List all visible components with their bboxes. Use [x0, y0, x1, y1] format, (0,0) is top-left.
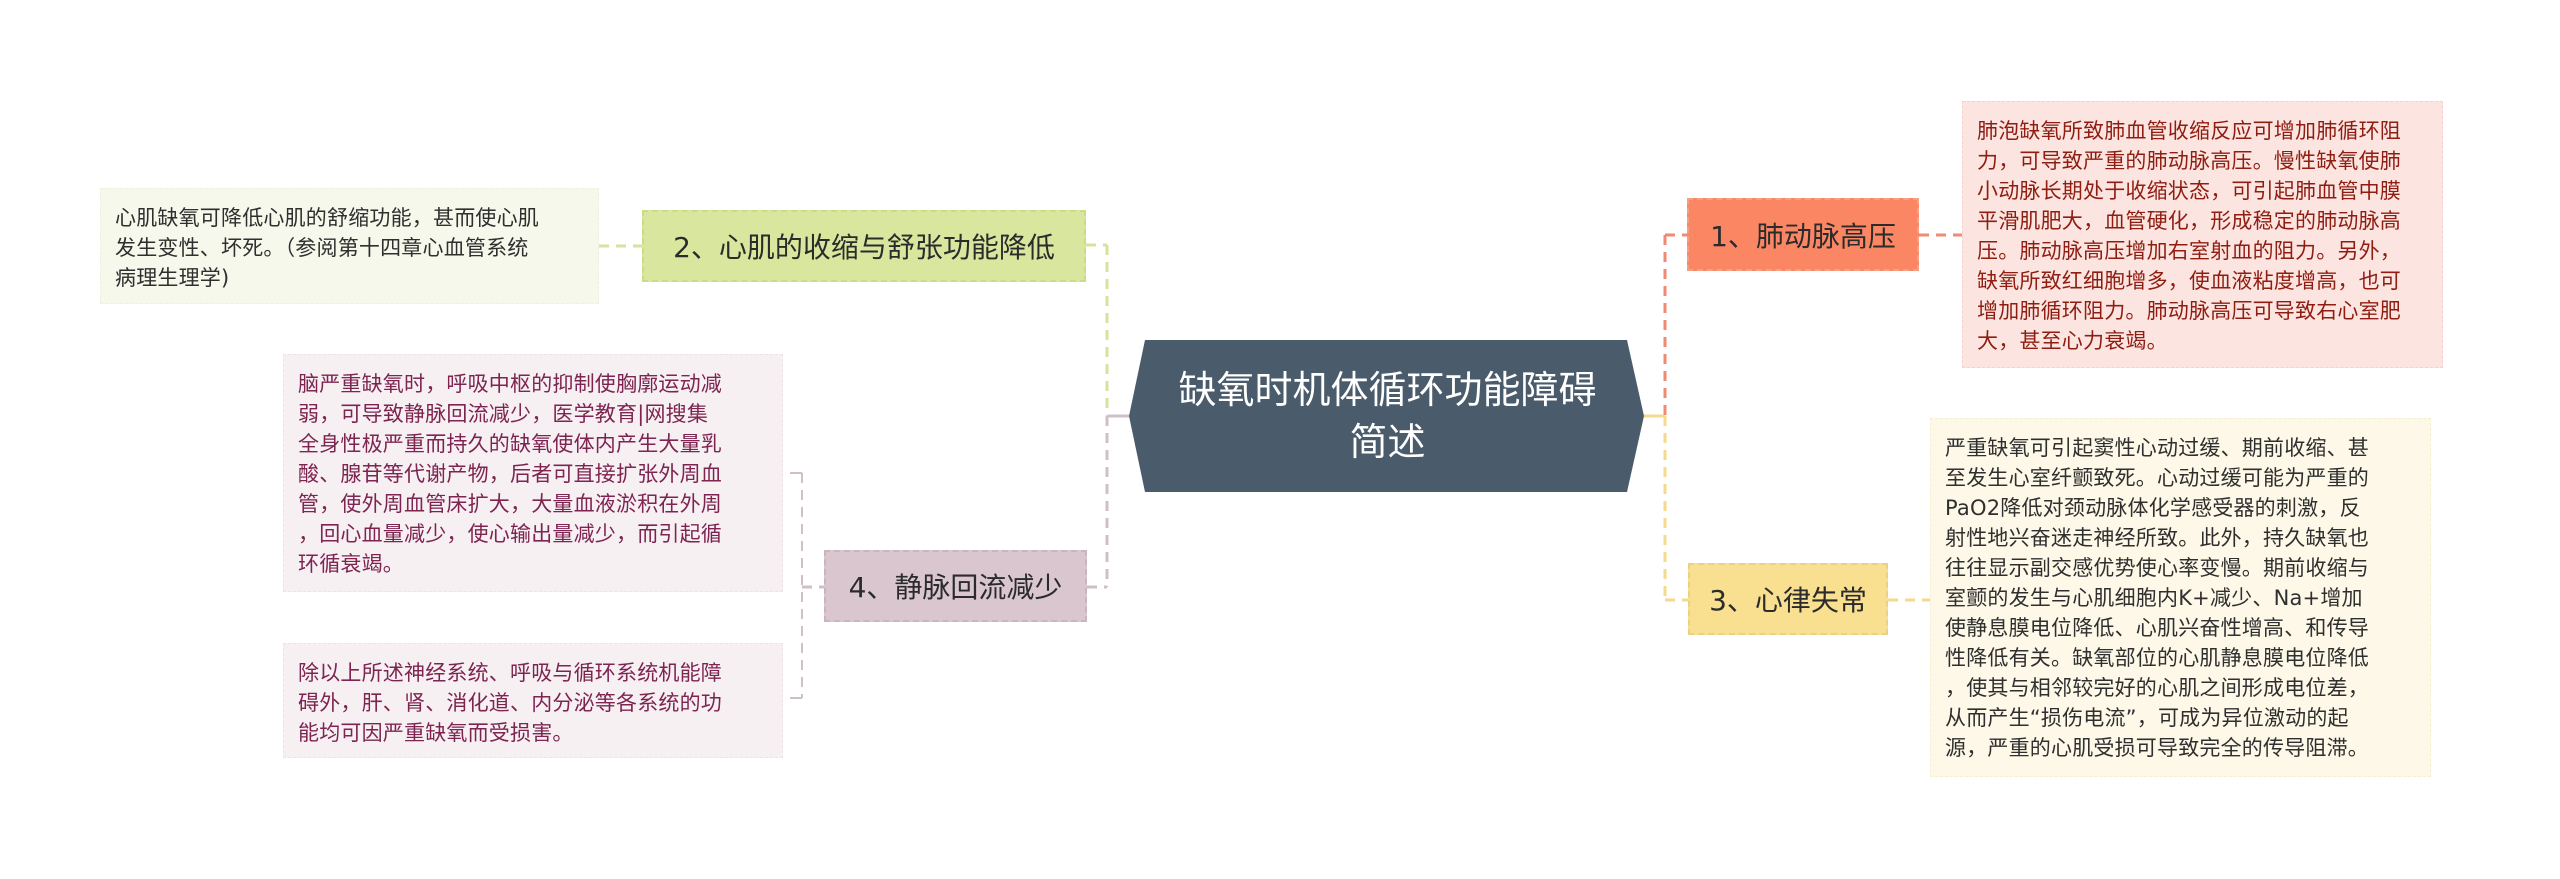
detail-line: 使静息膜电位降低、心肌兴奋性增高、和传导: [1945, 616, 2369, 640]
detail-line: 酸、腺苷等代谢产物，后者可直接扩张外周血: [298, 462, 722, 486]
branch-label: 1、肺动脉高压: [1710, 219, 1896, 253]
detail-line: 力，可导致严重的肺动脉高压。慢性缺氧使肺: [1977, 149, 2401, 173]
detail-line: 脑严重缺氧时，呼吸中枢的抑制使胸廓运动减: [298, 372, 722, 396]
branch-node-arrhythmia[interactable]: 3、心律失常: [1688, 563, 1888, 635]
detail-line: 增加肺循环阻力。肺动脉高压可导致右心室肥: [1977, 299, 2401, 323]
detail-line: 管，使外周血管床扩大，大量血液淤积在外周: [298, 492, 722, 516]
detail-line: 能均可因严重缺氧而受损害。: [298, 721, 574, 745]
detail-line: 全身性极严重而持久的缺氧使体内产生大量乳: [298, 432, 722, 456]
detail-line: 除以上所述神经系统、呼吸与循环系统机能障: [298, 661, 722, 685]
detail-line: 肺泡缺氧所致肺血管收缩反应可增加肺循环阻: [1977, 119, 2401, 143]
detail-line: 源，严重的心肌受损可导致完全的传导阻滞。: [1945, 736, 2369, 760]
detail-line: 环循衰竭。: [298, 552, 404, 576]
detail-line: ，使其与相邻较完好的心肌之间形成电位差，: [1945, 676, 2369, 700]
detail-line: 碍外，肝、肾、消化道、内分泌等各系统的功: [298, 691, 722, 715]
detail-node-arrhythmia[interactable]: 严重缺氧可引起窦性心动过缓、期前收缩、甚 至发生心室纤颤致死。心动过缓可能为严重…: [1930, 418, 2431, 777]
detail-line: 室颤的发生与心肌细胞内K+减少、Na+增加: [1945, 586, 2363, 610]
detail-line: 平滑肌肥大，血管硬化，形成稳定的肺动脉高: [1977, 209, 2401, 233]
root-node[interactable]: 缺氧时机体循环功能障碍 简述: [1130, 340, 1645, 492]
detail-line: 往往显示副交感优势使心率变慢。期前收缩与: [1945, 556, 2369, 580]
detail-line: 小动脉长期处于收缩状态，可引起肺血管中膜: [1977, 179, 2401, 203]
detail-line: 缺氧所致红细胞增多，使血液粘度增高，也可: [1977, 269, 2401, 293]
detail-line: 发生变性、坏死。（参阅第十四章心血管系统: [115, 236, 529, 260]
detail-line: 心肌缺氧可降低心肌的舒缩功能，甚而使心肌: [115, 206, 539, 230]
detail-line: 大，甚至心力衰竭。: [1977, 329, 2168, 353]
detail-line: 射性地兴奋迷走神经所致。此外，持久缺氧也: [1945, 526, 2369, 550]
detail-line: 性降低有关。缺氧部位的心肌静息膜电位降低: [1945, 646, 2369, 670]
branch-label: 3、心律失常: [1709, 584, 1867, 617]
branch-node-myocardial-function[interactable]: 2、心肌的收缩与舒张功能降低: [642, 210, 1086, 282]
detail-line: 弱，可导致静脉回流减少，医学教育|网搜集: [298, 402, 709, 426]
detail-line: 压。肺动脉高压增加右室射血的阻力。另外，: [1977, 239, 2401, 263]
root-title-line2: 简述: [1349, 420, 1426, 464]
detail-line: ，回心血量减少，使心输出量减少，而引起循: [298, 522, 722, 546]
root-node-shape: [1129, 340, 1644, 492]
detail-node-myocardial-function[interactable]: 心肌缺氧可降低心肌的舒缩功能，甚而使心肌 发生变性、坏死。（参阅第十四章心血管系…: [100, 188, 599, 304]
branch-label: 4、静脉回流减少: [848, 571, 1063, 604]
detail-node-venous-return-1[interactable]: 脑严重缺氧时，呼吸中枢的抑制使胸廓运动减 弱，可导致静脉回流减少，医学教育|网搜…: [283, 354, 783, 592]
detail-line: 从而产生“损伤电流”，可成为异位激动的起: [1945, 706, 2349, 730]
detail-line: PaO2降低对颈动脉体化学感受器的刺激，反: [1945, 496, 2361, 520]
branch-node-venous-return[interactable]: 4、静脉回流减少: [824, 550, 1087, 622]
branch-label: 2、心肌的收缩与舒张功能降低: [673, 231, 1055, 264]
root-title-line1: 缺氧时机体循环功能障碍: [1178, 368, 1597, 412]
detail-node-venous-return-2[interactable]: 除以上所述神经系统、呼吸与循环系统机能障 碍外，肝、肾、消化道、内分泌等各系统的…: [283, 643, 783, 758]
detail-line: 严重缺氧可引起窦性心动过缓、期前收缩、甚: [1945, 436, 2369, 460]
detail-line: 病理生理学): [115, 266, 230, 290]
detail-node-pulmonary-hypertension[interactable]: 肺泡缺氧所致肺血管收缩反应可增加肺循环阻 力，可导致严重的肺动脉高压。慢性缺氧使…: [1962, 101, 2443, 368]
detail-line: 至发生心室纤颤致死。心动过缓可能为严重的: [1945, 466, 2369, 490]
branch-node-pulmonary-hypertension[interactable]: 1、肺动脉高压: [1687, 198, 1919, 271]
